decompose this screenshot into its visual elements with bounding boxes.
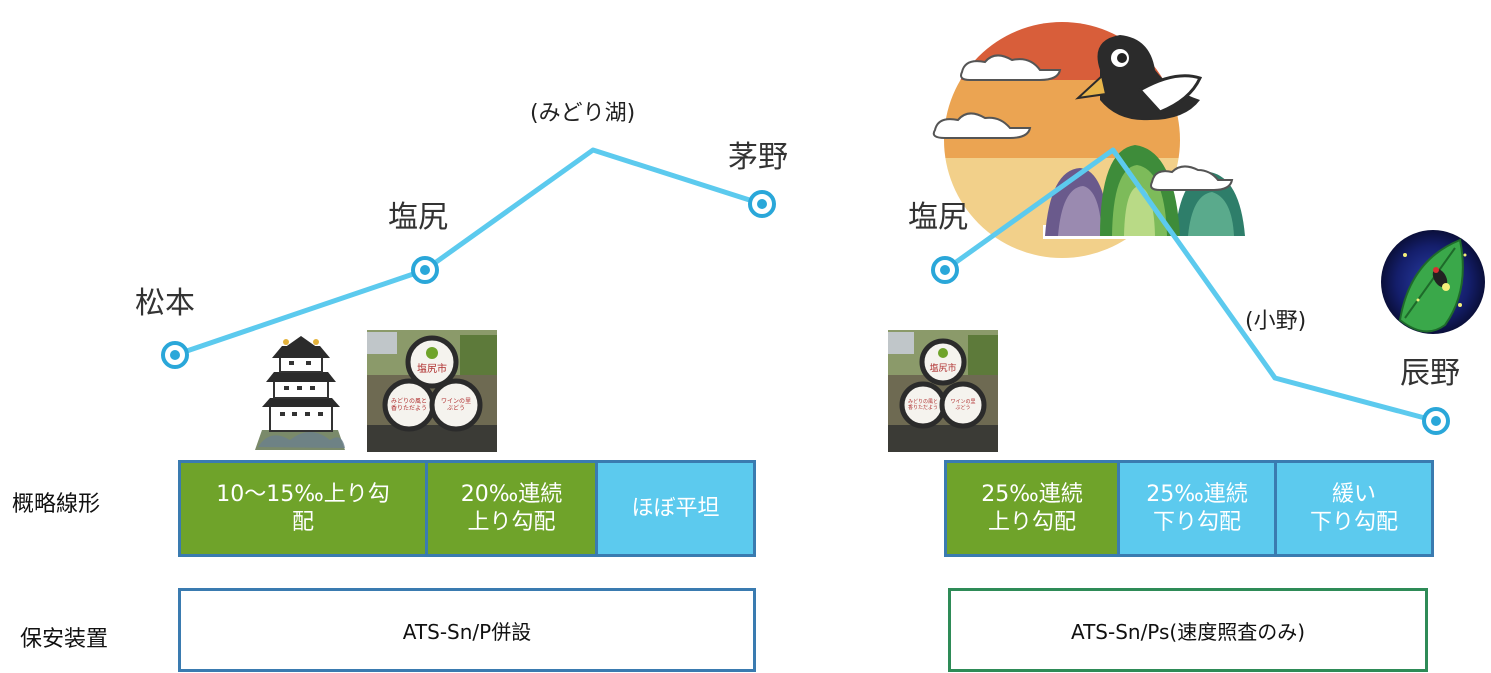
grade-segment-label: 20‰連続 上り勾配 [460, 482, 563, 535]
station-label-chino: 茅野 [728, 140, 788, 175]
safety-device-label: ATS-Sn/P併設 [402, 619, 532, 644]
grade-segment-label: 緩い 下り勾配 [1309, 482, 1398, 535]
grade-segment-label: 25‰連続 上り勾配 [981, 482, 1083, 535]
waypoint-label-ono: (小野) [1245, 309, 1306, 334]
sign-right-barrel-text-right: ワインの里ぶどう [950, 399, 975, 411]
route-line-left [174, 147, 763, 358]
grade-segment-left-1: 10〜15‰上り勾 配 [178, 460, 428, 557]
station-label-shiojiri-left: 塩尻 [388, 200, 448, 235]
shiojiri-city-sign-photo-right: 塩尻市 みどりの風と香りただよう ワインの里ぶどう [888, 330, 998, 452]
station-marker [931, 256, 959, 284]
station-marker [1422, 407, 1450, 435]
sign-city-text: 塩尻市 [417, 362, 447, 375]
route-line-right [943, 147, 1437, 424]
station-marker [748, 190, 776, 218]
row-label-outline: 概略線形 [12, 492, 101, 517]
bird-icon [1074, 35, 1203, 121]
grade-segment-label: 10〜15‰上り勾 配 [216, 482, 390, 535]
waypoint-label-midoriko: (みどり湖) [530, 101, 635, 126]
sunset-mountain-bird-illustration [932, 22, 1245, 258]
grade-segment-label: ほぼ平坦 [631, 495, 720, 521]
grade-segment-label: 25‰連続 下り勾配 [1146, 482, 1248, 535]
shiojiri-city-sign-photo-left: 塩尻市 みどりの風と香りただよう ワインの里ぶどう [367, 330, 497, 452]
firefly-night-illustration [1381, 230, 1485, 334]
sign-city-text-right: 塩尻市 [929, 362, 956, 374]
safety-device-box-left: ATS-Sn/P併設 [178, 588, 756, 672]
safety-device-box-right: ATS-Sn/Ps(速度照査のみ) [948, 588, 1428, 672]
grade-segment-left-3: ほぼ平坦 [595, 460, 756, 557]
sign-right-barrel-text: ワインの里ぶどう [441, 398, 471, 412]
station-marker [161, 341, 189, 369]
row-label-safety: 保安装置 [20, 627, 109, 652]
grade-segment-left-2: 20‰連続 上り勾配 [425, 460, 598, 557]
sign-left-barrel-text: みどりの風と香りただよう [391, 397, 427, 412]
matsumoto-castle-illustration [255, 336, 345, 450]
station-label-shiojiri-right: 塩尻 [908, 200, 968, 235]
safety-device-label: ATS-Sn/Ps(速度照査のみ) [1070, 619, 1306, 644]
grade-segment-right-1: 25‰連続 上り勾配 [944, 460, 1120, 557]
station-label-tatsuno: 辰野 [1400, 356, 1460, 391]
station-label-matsumoto: 松本 [135, 286, 195, 321]
station-marker [411, 256, 439, 284]
sign-left-barrel-text-right: みどりの風と香りただよう [908, 398, 938, 411]
grade-segment-right-2: 25‰連続 下り勾配 [1117, 460, 1277, 557]
grade-segment-right-3: 緩い 下り勾配 [1274, 460, 1434, 557]
